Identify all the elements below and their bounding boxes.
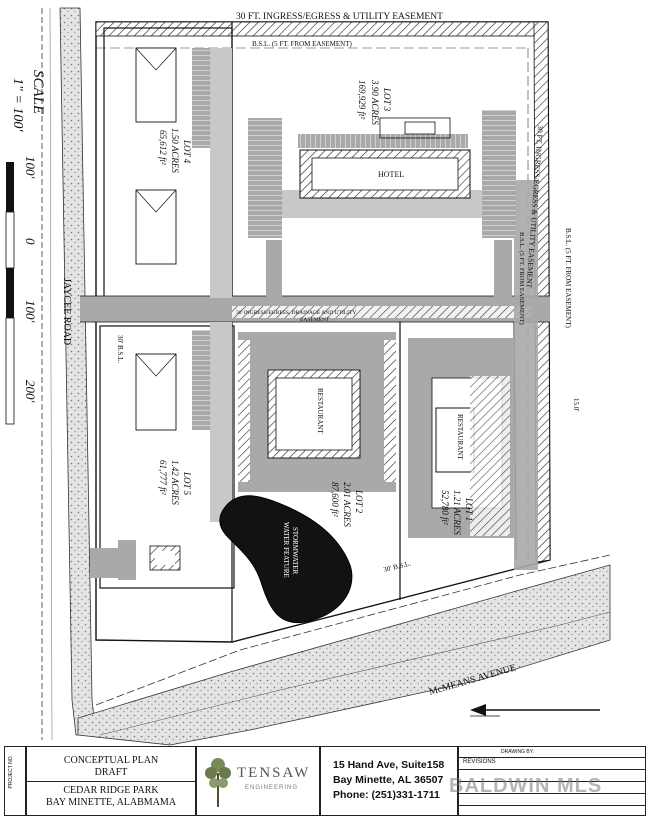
dim-15-label: 15.0' bbox=[572, 398, 580, 412]
logo-cell: TENSAW ENGINEERING bbox=[196, 746, 320, 816]
north-arrow-icon bbox=[470, 704, 600, 717]
scale-tick-1: 100' bbox=[23, 156, 38, 179]
hotel-label: HOTEL bbox=[378, 170, 404, 179]
tree-logo-icon bbox=[205, 758, 231, 807]
address-cell: 15 Hand Ave, Suite158 Bay Minette, AL 36… bbox=[320, 746, 458, 816]
bsl-right-inner-label: B.S.L. (5 FT. FROM EASEMENT) bbox=[518, 232, 525, 325]
restaurant-label-1: RESTAURANT bbox=[316, 388, 324, 434]
drawing-by-label: DRAWING BY: bbox=[501, 749, 535, 755]
lot3-name: LOT 3 bbox=[382, 87, 392, 112]
lot1-site bbox=[408, 338, 514, 538]
plan-title-1: CONCEPTUAL PLAN bbox=[63, 755, 159, 766]
company-sub: ENGINEERING bbox=[245, 785, 299, 791]
lot4-sqft: 65,612 ft² bbox=[158, 130, 168, 165]
lot3-parking bbox=[248, 110, 516, 298]
jaycee-road bbox=[41, 7, 97, 741]
bsl-top-label: B.S.L. (5 FT. FROM EASEMENT) bbox=[252, 40, 352, 48]
mid-easement-label-1: 30' INGRESS/EGRESS, DRAINAGE AND UTILITY bbox=[236, 310, 356, 316]
address-line-1: 15 Hand Ave, Suite158 bbox=[333, 759, 445, 771]
scale-ratio: 1" = 100' bbox=[10, 78, 25, 132]
title-block: PROJECT NO. CONCEPTUAL PLAN DRAFT CEDAR … bbox=[0, 746, 650, 840]
bsl-right-outer-label: B.S.L. (5 FT. FROM EASEMENT) bbox=[564, 228, 572, 328]
lot3-acres: 3.90 ACRES bbox=[370, 79, 380, 125]
company-name: TENSAW bbox=[237, 765, 311, 781]
watermark: BALDWIN MLS bbox=[449, 775, 603, 797]
title-cell: CONCEPTUAL PLAN DRAFT CEDAR RIDGE PARK B… bbox=[26, 746, 196, 816]
lot4-name: LOT 4 bbox=[182, 139, 192, 164]
scale-tick-3: 100' bbox=[23, 300, 38, 323]
lot2-sqft: 87,600 ft² bbox=[330, 482, 340, 517]
scale-title: SCALE bbox=[30, 70, 46, 114]
stormwater-pond bbox=[219, 495, 353, 624]
lot4-site bbox=[135, 47, 232, 298]
scale-tick-2: 0 bbox=[23, 238, 38, 245]
project-no-label: PROJECT NO. bbox=[8, 755, 14, 789]
lot2-name: LOT 2 bbox=[354, 489, 364, 514]
stormwater-label: STORMWATER bbox=[291, 527, 299, 575]
phone: Phone: (251)331-1711 bbox=[333, 789, 440, 801]
cross-access-drive bbox=[80, 295, 550, 323]
lot2-acres: 2.01 ACRES bbox=[342, 482, 352, 527]
right-drive bbox=[514, 180, 538, 570]
revisions-cell: DRAWING BY: REVISIONS BALDWIN MLS bbox=[449, 746, 646, 816]
scale-bar bbox=[5, 162, 15, 425]
project-name: CEDAR RIDGE PARK bbox=[63, 785, 159, 796]
lot1-name: LOT 1 bbox=[464, 497, 474, 521]
lot3-sqft: 169,929 ft² bbox=[357, 80, 367, 120]
top-easement-label: 30 FT. INGRESS/EGRESS & UTILITY EASEMENT bbox=[236, 12, 443, 22]
lot5-acres: 1.42 ACRES bbox=[170, 460, 180, 505]
project-no-cell: PROJECT NO. bbox=[4, 746, 26, 816]
lot2-site bbox=[238, 332, 396, 492]
mid-easement-label-2: EASEMENT bbox=[300, 317, 330, 323]
lot1-acres: 1.21 ACRES bbox=[452, 490, 462, 535]
mcmeans-avenue bbox=[77, 554, 611, 746]
jaycee-road-label: JAYCEE ROAD bbox=[61, 278, 72, 345]
revisions-label: REVISIONS bbox=[463, 759, 496, 765]
lot5-sqft: 61,777 ft² bbox=[158, 460, 168, 495]
bsl-30-bottom: 30' B.S.L. bbox=[383, 559, 412, 574]
lot5-site bbox=[90, 322, 232, 580]
address-line-2: Bay Minette, AL 36507 bbox=[333, 774, 444, 786]
hotel-building bbox=[299, 149, 471, 199]
top-easement-hatch bbox=[95, 21, 549, 37]
lot1-sqft: 52,780 ft² bbox=[440, 490, 450, 525]
bsl-30-left: 30' B.S.L. bbox=[116, 335, 124, 363]
scale-tick-4: 200' bbox=[23, 380, 38, 403]
restaurant-label-2: RESTAURANT bbox=[456, 414, 464, 460]
water-feature-label: WATER FEATURE bbox=[282, 522, 290, 578]
lot4-acres: 1.50 ACRES bbox=[170, 128, 180, 173]
lot5-name: LOT 5 bbox=[182, 471, 192, 496]
plan-title-2: DRAFT bbox=[94, 767, 128, 778]
project-location: BAY MINETTE, ALABMAMA bbox=[45, 797, 177, 808]
